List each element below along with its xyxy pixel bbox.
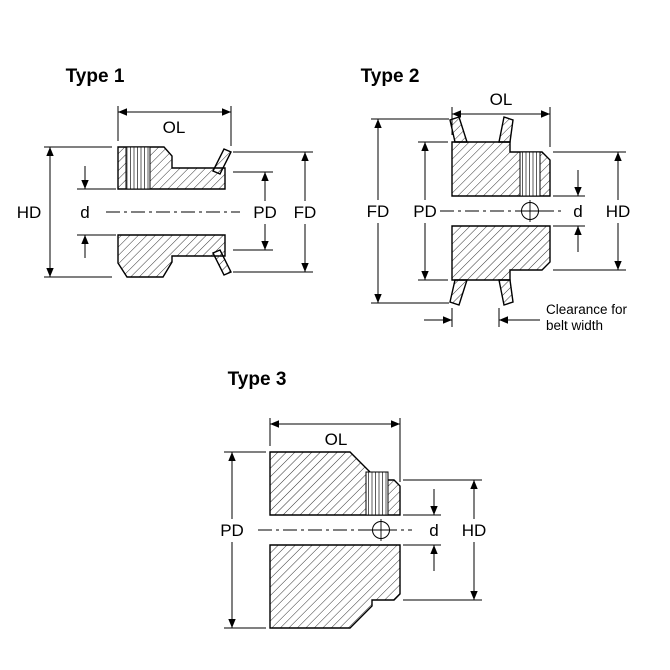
type2-flange-bottom-left xyxy=(449,279,468,306)
type3-label-pd: PD xyxy=(220,521,244,540)
type2-set-screw-icon xyxy=(519,151,541,197)
type2-dim-pd: PD xyxy=(413,141,448,281)
type3-dim-ol: OL xyxy=(269,418,401,482)
type1-label-fd: FD xyxy=(294,203,317,222)
type1-title: Type 1 xyxy=(66,66,125,87)
type2-title: Type 2 xyxy=(361,66,420,87)
type2-lower-section xyxy=(451,225,551,281)
type1-dim-fd: FD xyxy=(233,151,317,273)
type1-dim-ol: OL xyxy=(117,106,232,146)
type3-label-d: d xyxy=(429,521,438,540)
type1-label-pd: PD xyxy=(253,203,277,222)
type2-label-d: d xyxy=(573,202,582,221)
type3-label-ol: OL xyxy=(325,430,348,449)
type1-diagram: Type 1 OL HD xyxy=(17,66,317,278)
type2-note-line2: belt width xyxy=(546,318,603,333)
type2-label-ol: OL xyxy=(490,90,513,109)
type1-lower-section xyxy=(117,234,226,278)
type2-pulley-cross-section xyxy=(440,116,562,306)
type1-label-hd: HD xyxy=(17,203,42,222)
type2-flange-bottom-right xyxy=(498,279,514,306)
type2-dim-hd: HD xyxy=(553,151,631,271)
type1-dim-hd: HD xyxy=(17,146,112,278)
type3-lower-section xyxy=(269,544,401,629)
type2-dim-d: d xyxy=(553,170,585,252)
type1-flange-bottom xyxy=(212,249,232,276)
type3-set-screw-icon xyxy=(365,471,389,516)
type1-dim-pd: PD xyxy=(233,171,277,251)
type3-pulley-cross-section xyxy=(258,451,412,629)
type1-pulley-cross-section xyxy=(106,146,240,278)
type2-belt-width-clearance-callout: Clearance for belt width xyxy=(424,302,628,333)
type3-dim-hd: HD xyxy=(403,479,487,601)
type2-note-line1: Clearance for xyxy=(546,302,628,317)
type3-label-hd: HD xyxy=(462,521,487,540)
type1-set-screw-icon xyxy=(125,146,151,190)
type2-dim-fd: FD xyxy=(367,118,449,304)
type1-flange-top xyxy=(212,148,232,175)
type3-diagram: Type 3 OL PD xyxy=(220,369,487,629)
type2-flange-top-right xyxy=(498,116,514,143)
type3-dim-d: d xyxy=(403,489,441,571)
type2-label-pd: PD xyxy=(413,202,437,221)
type3-dim-pd: PD xyxy=(220,451,266,629)
type2-flange-top-left xyxy=(449,116,468,143)
type2-diagram: Type 2 OL FD xyxy=(361,66,631,333)
type1-label-d: d xyxy=(80,203,89,222)
type1-dim-d: d xyxy=(77,166,116,258)
type1-label-ol: OL xyxy=(163,118,186,137)
type2-label-hd: HD xyxy=(606,202,631,221)
type2-label-fd: FD xyxy=(367,202,390,221)
type2-dim-ol: OL xyxy=(451,90,551,147)
type3-title: Type 3 xyxy=(228,369,287,390)
